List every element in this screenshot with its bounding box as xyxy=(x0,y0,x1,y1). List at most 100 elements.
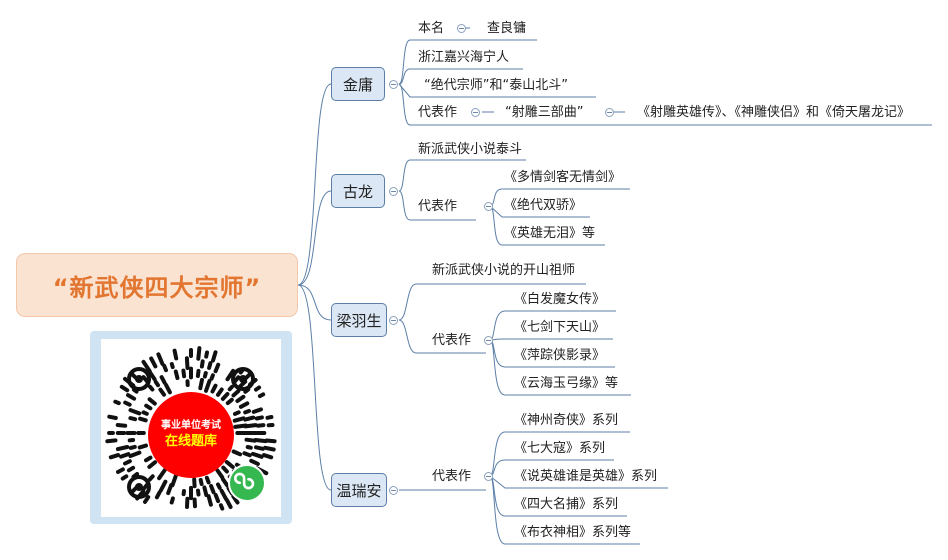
qr-ray xyxy=(198,477,204,486)
qr-ray xyxy=(158,479,168,493)
qr-ray xyxy=(232,416,246,423)
gulong-work-item[interactable]: 《绝代双骄》 xyxy=(504,198,583,213)
qr-ray xyxy=(233,410,241,416)
qr-ray xyxy=(141,359,152,373)
real-name-value[interactable]: 查良镛 xyxy=(487,21,527,36)
qr-ray xyxy=(128,408,142,416)
qr-ray xyxy=(216,482,222,490)
qr-ray xyxy=(254,445,265,451)
topic-gulong-label: 古龙 xyxy=(342,182,373,201)
qr-ray xyxy=(254,415,264,421)
qr-ray xyxy=(128,444,137,450)
qr-ray xyxy=(219,488,228,501)
jinyong-works-titles[interactable]: 《射雕英雄传》、《神雕侠侣》和《倚天屠龙记》 xyxy=(637,105,911,120)
liang-desc[interactable]: 新派武侠小说的开山祖师 xyxy=(432,263,576,278)
qr-ray xyxy=(250,451,264,459)
qr-ray xyxy=(196,488,201,497)
qr-ray xyxy=(204,350,209,359)
collapse-icon-liangyusheng[interactable] xyxy=(389,316,398,325)
qr-ray xyxy=(224,498,233,509)
qr-ray xyxy=(119,384,130,393)
jinyong-works-group[interactable]: “射雕三部曲” xyxy=(505,105,584,120)
liang-work-item[interactable]: 《白发魔女传》 xyxy=(514,292,606,307)
wen-work-item[interactable]: 《说英雄谁是英雄》系列 xyxy=(514,469,658,484)
liang-works-label[interactable]: 代表作 xyxy=(432,333,472,348)
qr-ray xyxy=(231,449,243,457)
qr-finder-dot xyxy=(135,483,143,491)
qr-ray xyxy=(243,415,256,422)
wen-works-label[interactable]: 代表作 xyxy=(432,469,472,484)
collapse-icon-jinyong-works[interactable] xyxy=(471,108,480,117)
wen-work-item[interactable]: 《神州奇侠》系列 xyxy=(514,413,619,428)
gulong-desc[interactable]: 新派武侠小说泰斗 xyxy=(418,142,523,157)
qr-ray xyxy=(156,352,165,366)
collapse-icon-liang-works[interactable] xyxy=(484,336,493,345)
qr-ray xyxy=(227,384,234,392)
qr-ray xyxy=(261,453,274,460)
qr-ray xyxy=(173,369,180,380)
qr-ray xyxy=(202,371,208,379)
gulong-work-item[interactable]: 《多情剑客无情剑》 xyxy=(504,170,622,185)
qr-finder xyxy=(127,475,151,499)
qr-ray xyxy=(254,385,262,392)
collapse-icon-gulong[interactable] xyxy=(389,187,398,196)
topic-liangyusheng[interactable]: 梁羽生 xyxy=(331,303,387,337)
qr-ray xyxy=(195,368,201,378)
qr-ray xyxy=(116,467,125,474)
qr-ray xyxy=(107,414,118,420)
qr-ray xyxy=(204,475,211,485)
qr-ray xyxy=(265,415,274,420)
qr-ray xyxy=(148,384,155,392)
qr-ray xyxy=(154,490,162,500)
qr-ray xyxy=(184,356,190,370)
qr-ray xyxy=(120,474,129,481)
real-name-label[interactable]: 本名 xyxy=(418,21,445,36)
qr-ray xyxy=(137,443,148,450)
qr-ray xyxy=(231,389,241,398)
qr-ray xyxy=(157,467,168,481)
collapse-icon-shediao[interactable] xyxy=(605,108,614,117)
jinyong-origin[interactable]: 浙江嘉兴海宁人 xyxy=(418,50,510,65)
qr-ray xyxy=(128,450,142,458)
root-topic[interactable]: “新武侠四大宗师” xyxy=(16,253,298,317)
qr-ray xyxy=(218,503,225,511)
liang-work-item[interactable]: 《萍踪侠影录》 xyxy=(514,348,606,363)
qr-ray xyxy=(243,409,251,415)
topic-wenruian[interactable]: 温瑞安 xyxy=(331,473,387,507)
qr-center-badge: 事业单位考试 在线题库 xyxy=(148,392,234,478)
qr-ray xyxy=(253,438,268,444)
qr-ray xyxy=(113,399,121,406)
collapse-icon-gulong-works[interactable] xyxy=(484,202,493,211)
qr-ray xyxy=(164,383,172,395)
qr-ray xyxy=(263,445,276,452)
jinyong-works-label[interactable]: 代表作 xyxy=(418,105,458,120)
topic-gulong[interactable]: 古龙 xyxy=(331,174,385,208)
collapse-icon-wenruian[interactable] xyxy=(389,486,398,495)
collapse-icon-wen-works[interactable] xyxy=(484,472,493,481)
qr-ray xyxy=(147,460,158,469)
gulong-work-item[interactable]: 《英雄无泪》等 xyxy=(504,226,596,241)
qr-finder-dot xyxy=(135,375,143,383)
wen-work-item[interactable]: 《四大名捕》系列 xyxy=(514,497,619,512)
qr-ray xyxy=(105,438,118,444)
qr-ray xyxy=(216,387,224,397)
topic-jinyong[interactable]: 金庸 xyxy=(331,67,385,101)
qr-line1: 事业单位考试 xyxy=(161,420,221,431)
liang-work-item[interactable]: 《云海玉弓缘》等 xyxy=(514,376,619,391)
qr-ray xyxy=(224,460,235,469)
qr-ray xyxy=(172,348,179,361)
collapse-icon-jinyong[interactable] xyxy=(389,80,398,89)
wen-work-item[interactable]: 《七大寇》系列 xyxy=(514,441,606,456)
qr-ray xyxy=(213,362,221,374)
jinyong-honor[interactable]: “绝代宗师”和“泰山北斗” xyxy=(424,78,568,93)
qr-finder-dot xyxy=(239,375,247,383)
collapse-icon-real-name[interactable] xyxy=(457,24,466,33)
wen-work-item[interactable]: 《布衣神相》系列等 xyxy=(514,525,632,540)
qr-ray xyxy=(143,495,151,504)
gulong-works-label[interactable]: 代表作 xyxy=(418,199,458,214)
liang-work-item[interactable]: 《七剑下天山》 xyxy=(514,320,606,335)
qr-ray xyxy=(225,368,236,382)
qr-ray xyxy=(181,368,187,379)
qr-ray xyxy=(166,483,174,496)
